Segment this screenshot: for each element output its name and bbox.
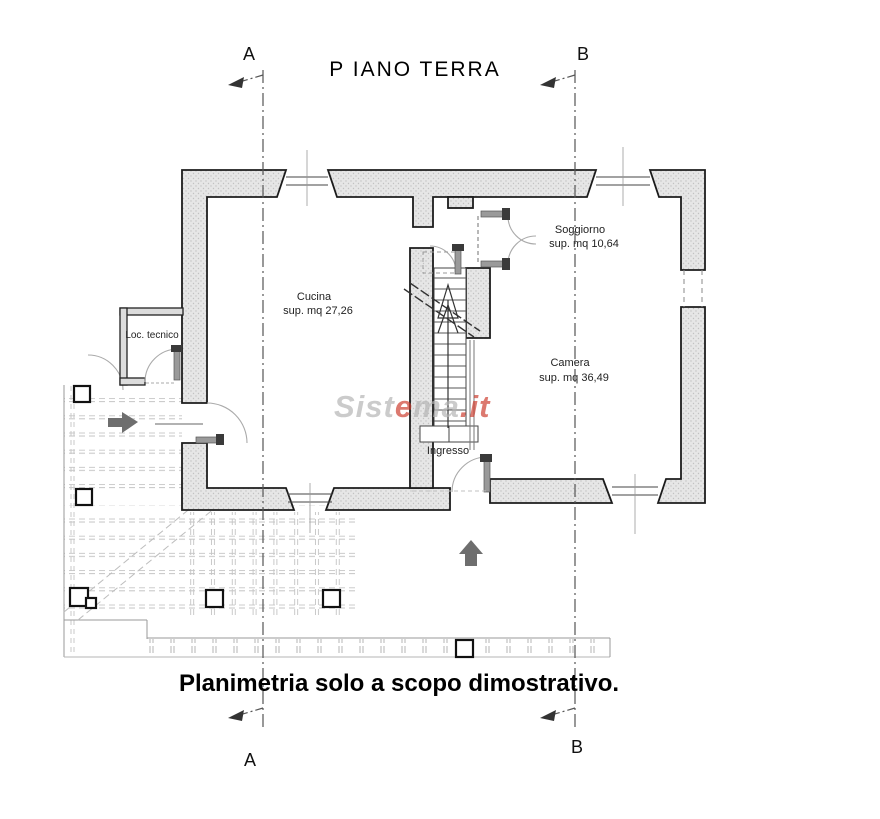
terrace-gate-arc xyxy=(87,354,124,391)
building-walls xyxy=(181,169,706,511)
doors xyxy=(144,208,537,493)
wall-top-right xyxy=(648,169,706,271)
page-title: P IANO TERRA xyxy=(329,58,500,81)
section-label-b-top: B xyxy=(577,44,589,64)
pergola-posts xyxy=(68,384,475,659)
section-label-a-top: A xyxy=(243,44,255,64)
wall-bottom-left-mid xyxy=(324,487,451,511)
wall-bottom-right-mid xyxy=(489,478,614,504)
room-area-camera: sup. mq 36,49 xyxy=(539,372,609,384)
watermark: Sistema.it xyxy=(334,389,491,424)
room-area-cucina: sup. mq 27,26 xyxy=(283,305,353,317)
section-line-a xyxy=(228,70,264,730)
room-area-soggiorno: sup. mq 10,64 xyxy=(549,238,619,250)
loc-tecnico-door-arc xyxy=(144,348,179,383)
stair-break-line xyxy=(403,282,481,338)
wall-top-left xyxy=(181,169,288,404)
staircase xyxy=(403,267,481,450)
section-label-b-bottom: B xyxy=(571,737,583,757)
section-line-b xyxy=(540,70,576,730)
entrance-arrow-up-icon xyxy=(459,540,483,566)
room-label-soggiorno: Soggiorno xyxy=(555,224,605,236)
watermark-part1: Sist xyxy=(334,389,396,424)
soggiorno-door-arc xyxy=(507,215,537,245)
watermark-part4: .it xyxy=(460,389,491,424)
section-label-a-bottom: A xyxy=(244,750,256,770)
camera-door-arc xyxy=(507,235,537,265)
right-wall-opening xyxy=(683,270,703,307)
wall-pier xyxy=(447,196,474,209)
entrance-arrow-right-icon xyxy=(108,412,138,433)
room-label-camera: Camera xyxy=(550,357,590,369)
wall-right-lower xyxy=(656,306,706,504)
wall-stair-right xyxy=(465,267,491,339)
window-centerlines xyxy=(306,147,636,534)
entrance-door-arc xyxy=(451,456,488,493)
terrace-pergola xyxy=(63,354,611,659)
wall-top-middle xyxy=(326,169,598,228)
caption: Planimetria solo a scopo dimostrativo. xyxy=(179,670,619,697)
watermark-part2: e xyxy=(395,389,413,424)
room-label-loc-tecnico: Loc. tecnico xyxy=(125,330,179,341)
watermark-part3: ma xyxy=(413,389,460,424)
room-label-cucina: Cucina xyxy=(297,291,332,303)
room-label-ingresso: Ingresso xyxy=(427,445,469,457)
left-door-arc xyxy=(206,402,248,444)
wall-left-lower xyxy=(181,442,296,511)
